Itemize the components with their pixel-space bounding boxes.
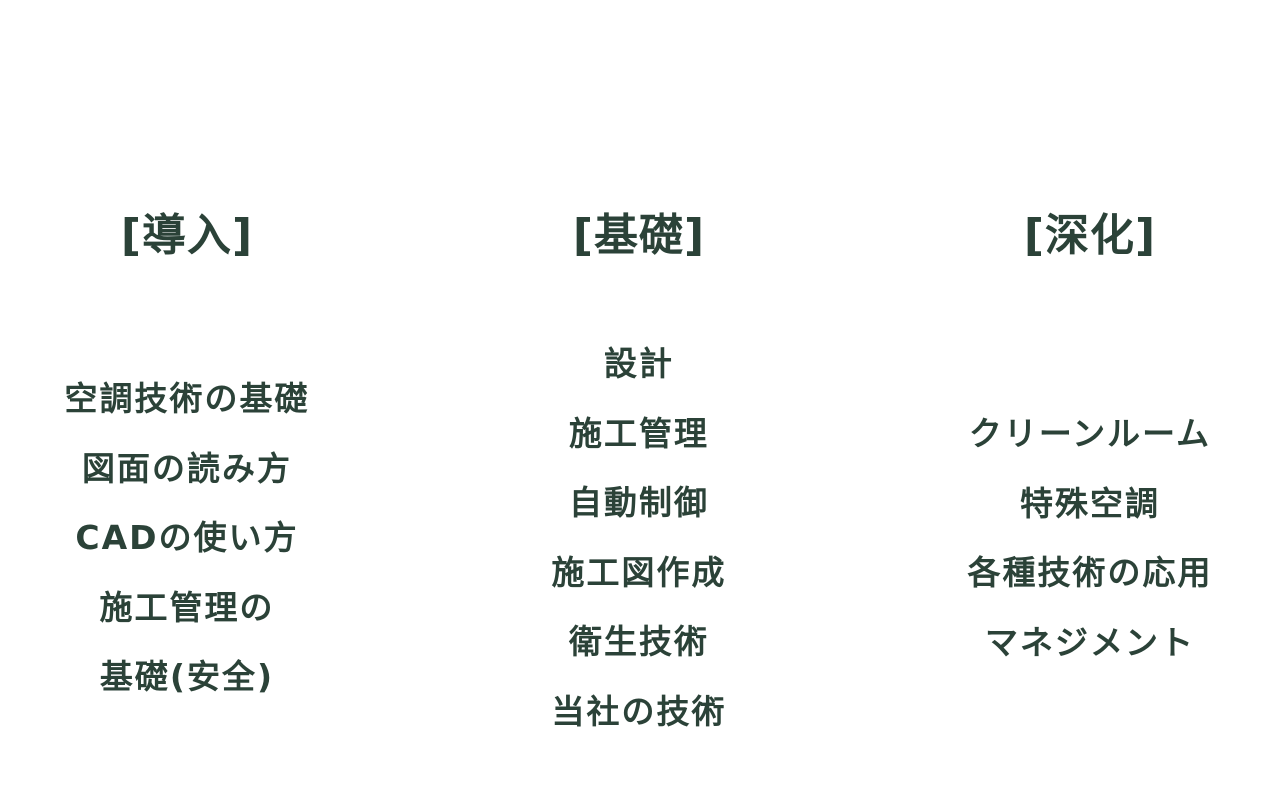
topic-list-advanced: クリーンルーム 特殊空調 各種技術の応用 マネジメント	[925, 409, 1255, 687]
topic-item: 各種技術の応用	[967, 553, 1213, 592]
column-heading-advanced: [深化]	[1023, 210, 1157, 261]
topic-item: 自動制御	[569, 483, 709, 522]
column-fundamentals: [基礎] 設計 施工管理 自動制御 施工図作成 衛生技術 当社の技術	[474, 0, 804, 812]
column-heading-fundamentals: [基礎]	[572, 210, 706, 261]
topic-item: 図面の読み方	[82, 448, 292, 488]
topic-item: 特殊空調	[1020, 483, 1160, 523]
topic-list-fundamentals: 設計 施工管理 自動制御 施工図作成 衛生技術 当社の技術	[474, 339, 804, 756]
topic-item: CADの使い方	[75, 518, 299, 557]
topic-item: 基礎(安全)	[99, 657, 275, 696]
topic-item: 当社の技術	[551, 691, 727, 731]
column-advanced: [深化] クリーンルーム 特殊空調 各種技術の応用 マネジメント	[925, 0, 1255, 812]
topic-list-introduction: 空調技術の基礎 図面の読み方 CADの使い方 施工管理の 基礎(安全)	[22, 374, 352, 722]
topic-item: マネジメント	[985, 622, 1195, 662]
topic-item: 設計	[604, 344, 674, 383]
topic-item: 施工管理の	[99, 587, 275, 627]
topic-item: 衛生技術	[569, 622, 709, 661]
topic-item: 空調技術の基礎	[64, 379, 310, 418]
topic-item: クリーンルーム	[968, 414, 1212, 453]
column-introduction: [導入] 空調技術の基礎 図面の読み方 CADの使い方 施工管理の 基礎(安全)	[22, 0, 352, 812]
topic-item: 施工図作成	[551, 552, 727, 592]
column-heading-introduction: [導入]	[120, 210, 254, 261]
topic-item: 施工管理	[569, 413, 709, 453]
